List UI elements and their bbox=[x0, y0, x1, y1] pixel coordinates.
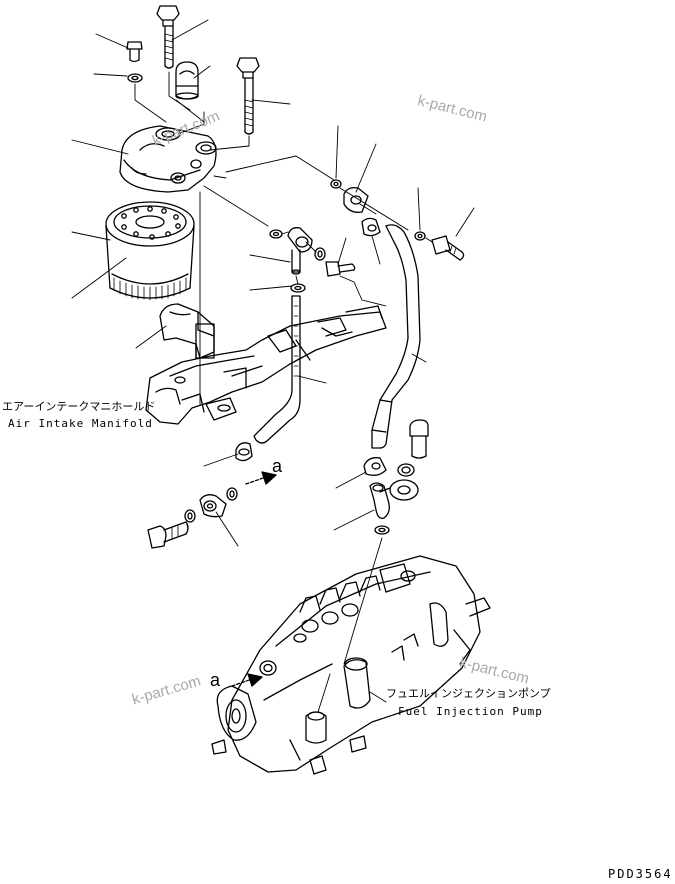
clamp bbox=[175, 61, 199, 100]
eye-joint bbox=[287, 227, 313, 275]
washer-right-1 bbox=[330, 179, 342, 189]
bolt-right-small bbox=[431, 235, 465, 261]
washer-small bbox=[127, 73, 143, 83]
fuel-injection-pump bbox=[211, 555, 491, 775]
mounting-bracket bbox=[159, 303, 215, 359]
washer-center-2 bbox=[314, 247, 326, 261]
fuel-filter-cartridge bbox=[105, 201, 195, 301]
bolt-vertical-lower bbox=[409, 419, 429, 459]
fuel-pipe-left bbox=[253, 295, 301, 444]
leader-lines bbox=[71, 19, 475, 703]
air-intake-manifold-label-en: Air Intake Manifold bbox=[8, 417, 153, 430]
fuel-injection-pump-label-en: Fuel Injection Pump bbox=[398, 705, 543, 718]
hose-clip-right bbox=[361, 217, 381, 237]
assembly-center-lines bbox=[134, 71, 433, 713]
filter-head bbox=[119, 125, 217, 193]
washer-lower-left-1 bbox=[184, 509, 196, 523]
reference-mark-lower: a bbox=[210, 670, 221, 690]
hose-clip-left bbox=[235, 442, 253, 462]
washer-lower-left-2 bbox=[226, 487, 238, 501]
reference-mark-upper: a bbox=[272, 456, 283, 476]
elbow-fitting bbox=[369, 482, 390, 519]
collar bbox=[343, 186, 369, 213]
washer-center bbox=[269, 229, 283, 239]
small-bolt bbox=[126, 41, 143, 63]
long-bolt-right bbox=[236, 57, 260, 135]
washer-lower-right bbox=[397, 463, 415, 477]
hose-clip-lower bbox=[363, 457, 387, 476]
banjo-fitting bbox=[199, 494, 227, 518]
reference-arrow-lower bbox=[231, 673, 263, 687]
washer-center-3 bbox=[290, 283, 306, 293]
air-intake-manifold-label-jp: エアーインテークマニホールド bbox=[2, 400, 156, 413]
bolt-lower-left bbox=[147, 521, 189, 549]
air-intake-manifold bbox=[145, 305, 387, 425]
drawing-code: PDD3564 bbox=[608, 867, 673, 881]
fuel-injection-pump-label-jp: フュエルインジェクションポンプ bbox=[386, 687, 551, 700]
long-bolt-top bbox=[156, 5, 180, 69]
reference-arrow-upper bbox=[245, 471, 277, 485]
fuel-hose-right bbox=[371, 224, 421, 449]
small-screw bbox=[325, 261, 356, 277]
washer-right-2 bbox=[414, 231, 426, 241]
washer-pump-top bbox=[374, 525, 390, 535]
eye-bolt-fitting bbox=[379, 479, 419, 501]
